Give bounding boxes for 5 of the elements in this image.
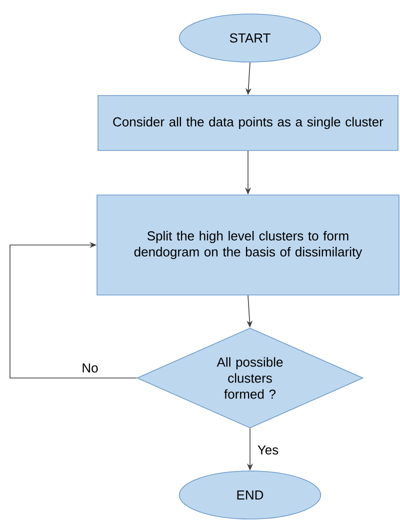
edge-label: No — [80, 362, 100, 374]
process-box: Split the high level clusters to form dendogram on the basis of dissimilarity — [96, 194, 400, 296]
arrow — [10, 242, 137, 378]
process-box: Consider all the data points as a single cluster — [98, 95, 398, 151]
edge-label: Yes — [256, 444, 280, 456]
